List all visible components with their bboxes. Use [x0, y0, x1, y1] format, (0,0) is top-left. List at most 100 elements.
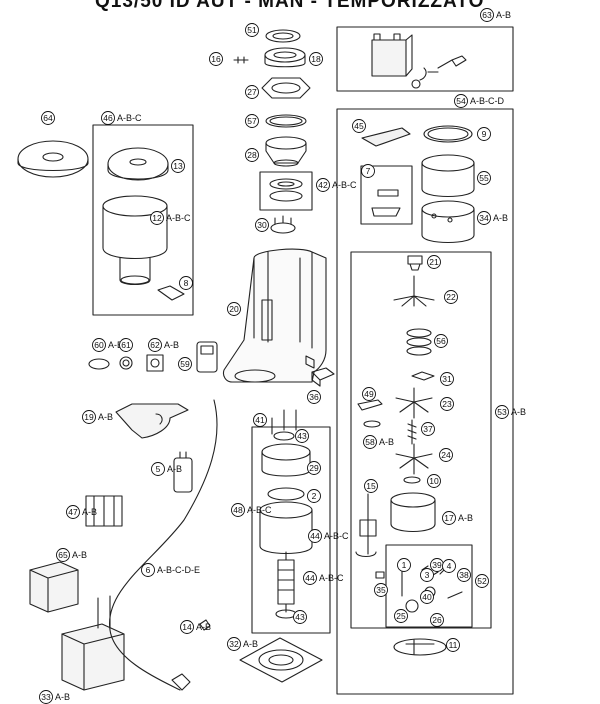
callout-number: 27	[247, 87, 257, 97]
part-22-drawing	[393, 275, 435, 307]
callout-number: 62	[150, 340, 160, 350]
part-7-drawing	[371, 189, 401, 217]
callout-circle	[427, 255, 441, 269]
callout-circle	[209, 52, 223, 66]
callout-suffix: A-B	[196, 622, 211, 632]
callout-number: 18	[311, 54, 321, 64]
callout-circle	[92, 338, 106, 352]
part-21-drawing	[407, 255, 423, 271]
callout-number: 16	[211, 54, 221, 64]
callout-49: 49	[362, 387, 376, 401]
callout-circle	[397, 558, 411, 572]
callout-number: 48	[233, 505, 243, 515]
callout-number: 9	[482, 129, 487, 139]
callout-number: 5	[156, 464, 161, 474]
callout-circle	[171, 159, 185, 173]
callout-36: 36	[307, 390, 321, 404]
callout-number: 13	[173, 161, 183, 171]
callout-circle	[363, 435, 377, 449]
callout-20: 20	[227, 302, 241, 316]
callout-suffix: A-B	[164, 340, 179, 350]
callout-circle	[245, 23, 259, 37]
part-27-drawing	[261, 77, 311, 99]
callout-circle	[420, 590, 434, 604]
callout-circle	[227, 302, 241, 316]
part-32-drawing	[239, 637, 323, 683]
callout-number: 37	[423, 424, 433, 434]
callout-circle	[307, 489, 321, 503]
callout-number: 58	[365, 437, 375, 447]
callout-number: 36	[309, 392, 319, 402]
callout-circle	[477, 211, 491, 225]
callout-number: 21	[429, 257, 439, 267]
callout-number: 38	[459, 570, 469, 580]
callout-61: 61	[119, 338, 133, 352]
callout-suffix: A-B-C	[166, 213, 191, 223]
callout-52: 52	[475, 574, 489, 588]
callout-suffix: A-B-C	[117, 113, 142, 123]
callout-number: 53	[497, 407, 507, 417]
part-33-drawing	[61, 595, 125, 691]
part-62-drawing	[146, 354, 164, 372]
callout-number: 11	[449, 640, 458, 650]
callout-number: 65	[58, 550, 68, 560]
callout-circle	[227, 637, 241, 651]
part-58-drawing	[363, 420, 381, 428]
callout-29: 29	[307, 461, 321, 475]
callout-number: 29	[309, 463, 319, 473]
callout-suffix: A-B	[458, 513, 473, 523]
callout-circle	[82, 410, 96, 424]
callout-circle	[101, 111, 115, 125]
callout-circle	[421, 422, 435, 436]
callout-39: 39	[430, 558, 444, 572]
callout-number: 23	[442, 399, 452, 409]
part-12-drawing	[102, 195, 168, 286]
callout-27: 27	[245, 85, 259, 99]
part-5-drawing	[173, 451, 193, 493]
part-20-drawing	[222, 248, 327, 383]
callout-number: 39	[432, 560, 442, 570]
callout-59: 59	[178, 357, 192, 371]
callout-13: 13	[171, 159, 185, 173]
callout-number: 19	[84, 412, 94, 422]
callout-7: 7	[361, 164, 375, 178]
part-2-drawing	[267, 487, 305, 501]
callout-circle	[352, 119, 366, 133]
callout-circle	[308, 529, 322, 543]
part-47-drawing	[85, 495, 123, 527]
callout-64: 64	[41, 111, 55, 125]
callout-number: 15	[366, 481, 376, 491]
part-15-drawing	[355, 493, 377, 558]
callout-21: 21	[427, 255, 441, 269]
box-54	[336, 108, 514, 695]
callout-number: 7	[366, 166, 371, 176]
callout-suffix: A-B	[496, 10, 511, 20]
box-63	[336, 26, 514, 92]
callout-number: 42	[318, 180, 328, 190]
callout-circle	[427, 474, 441, 488]
callout-circle	[374, 583, 388, 597]
callout-number: 64	[43, 113, 53, 123]
callout-number: 51	[247, 25, 257, 35]
part-37-drawing	[407, 419, 417, 445]
callout-circle	[442, 511, 456, 525]
callout-circle	[309, 52, 323, 66]
callout-number: 49	[364, 389, 374, 399]
callout-number: 4	[447, 561, 452, 571]
callout-number: 31	[442, 374, 452, 384]
callout-number: 56	[436, 336, 446, 346]
callout-circle	[141, 563, 155, 577]
callout-circle	[41, 111, 55, 125]
callout-number: 43	[295, 612, 305, 622]
callout-circle	[150, 211, 164, 225]
part-34-drawing	[421, 200, 475, 243]
